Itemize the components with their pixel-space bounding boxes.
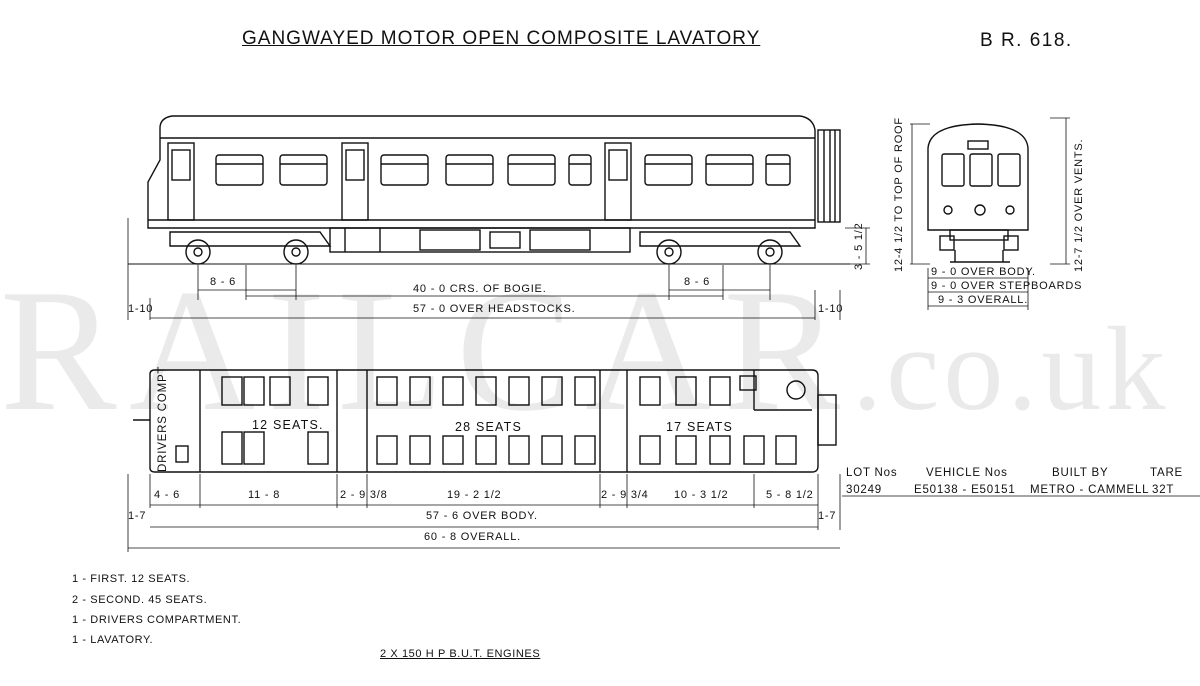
side-end-dim-left: 1-10: [128, 303, 154, 315]
drivers-compartment-label: DRIVERS COMPT: [157, 365, 169, 472]
side-bogies: [169, 231, 802, 265]
second-class-seats-a-label: 28 SEATS: [455, 420, 523, 434]
bogie-wheelbase-left: 8 - 6: [210, 276, 237, 288]
side-end-dim-right: 1-10: [818, 303, 844, 315]
engine-spec: 2 X 150 H P B.U.T. ENGINES: [380, 648, 541, 660]
table-value-lot: 30249: [846, 484, 882, 496]
table-header-lot: LOT Nos: [846, 467, 898, 479]
headstocks-dim: 57 - 0 OVER HEADSTOCKS.: [413, 303, 576, 315]
plan-dim-first: 11 - 8: [248, 489, 281, 501]
note-lavatory: 1 - LAVATORY.: [72, 634, 154, 646]
roof-height-dim: 12-4 1/2 TO TOP OF ROOF: [893, 117, 905, 272]
plan-dim-vestibule-a: 2 - 9 3/8: [340, 489, 388, 501]
width-over-body: 9 - 0 OVER BODY.: [931, 266, 1036, 278]
second-class-seats-b-label: 17 SEATS: [666, 420, 734, 434]
diagram-reference: B R. 618.: [980, 30, 1073, 51]
note-first-class: 1 - FIRST. 12 SEATS.: [72, 573, 191, 585]
bogie-centres-dim: 40 - 0 CRS. OF BOGIE.: [413, 283, 547, 295]
width-overall: 9 - 3 OVERALL.: [938, 294, 1029, 306]
note-second-class: 2 - SECOND. 45 SEATS.: [72, 594, 208, 606]
note-drivers-compartment: 1 - DRIVERS COMPARTMENT.: [72, 614, 242, 626]
table-header-vehicle: VEHICLE Nos: [926, 467, 1008, 479]
table-value-tare: 32T: [1152, 484, 1175, 496]
table-value-vehicle: E50138 - E50151: [914, 484, 1016, 496]
length-over-body: 57 - 6 OVER BODY.: [426, 510, 538, 522]
vents-height-dim: 12-7 1/2 OVER VENTS.: [1073, 138, 1085, 272]
bogie-wheelbase-right: 8 - 6: [684, 276, 711, 288]
side-elevation: [127, 115, 870, 320]
drawing-title: GANGWAYED MOTOR OPEN COMPOSITE LAVATORY: [242, 28, 761, 49]
plan-dim-second-a: 19 - 2 1/2: [447, 489, 502, 501]
plan-end-dim-right: 1-7: [818, 510, 837, 522]
first-class-seats-label: 12 SEATS.: [252, 418, 324, 432]
table-header-tare: TARE: [1150, 467, 1184, 479]
table-value-built-by: METRO - CAMMELL: [1030, 484, 1150, 496]
plan-dim-lavatory: 5 - 8 1/2: [766, 489, 814, 501]
table-header-built-by: BUILT BY: [1052, 467, 1109, 479]
plan-view: [127, 369, 1200, 552]
plan-end-dim-left: 1-7: [128, 510, 147, 522]
first-class-seats: [221, 376, 329, 465]
plan-dim-second-b: 10 - 3 1/2: [674, 489, 729, 501]
side-windows: [215, 154, 791, 186]
plan-dim-drivers: 4 - 6: [154, 489, 181, 501]
width-over-stepboards: 9 - 0 OVER STEPBOARDS: [931, 280, 1083, 292]
rail-height-dim: 3 - 5 1/2: [853, 222, 865, 270]
end-elevation: [910, 117, 1070, 310]
second-class-seats: [376, 376, 797, 465]
plan-dim-vestibule-b: 2 - 9 3/4: [601, 489, 649, 501]
length-overall: 60 - 8 OVERALL.: [424, 531, 521, 543]
